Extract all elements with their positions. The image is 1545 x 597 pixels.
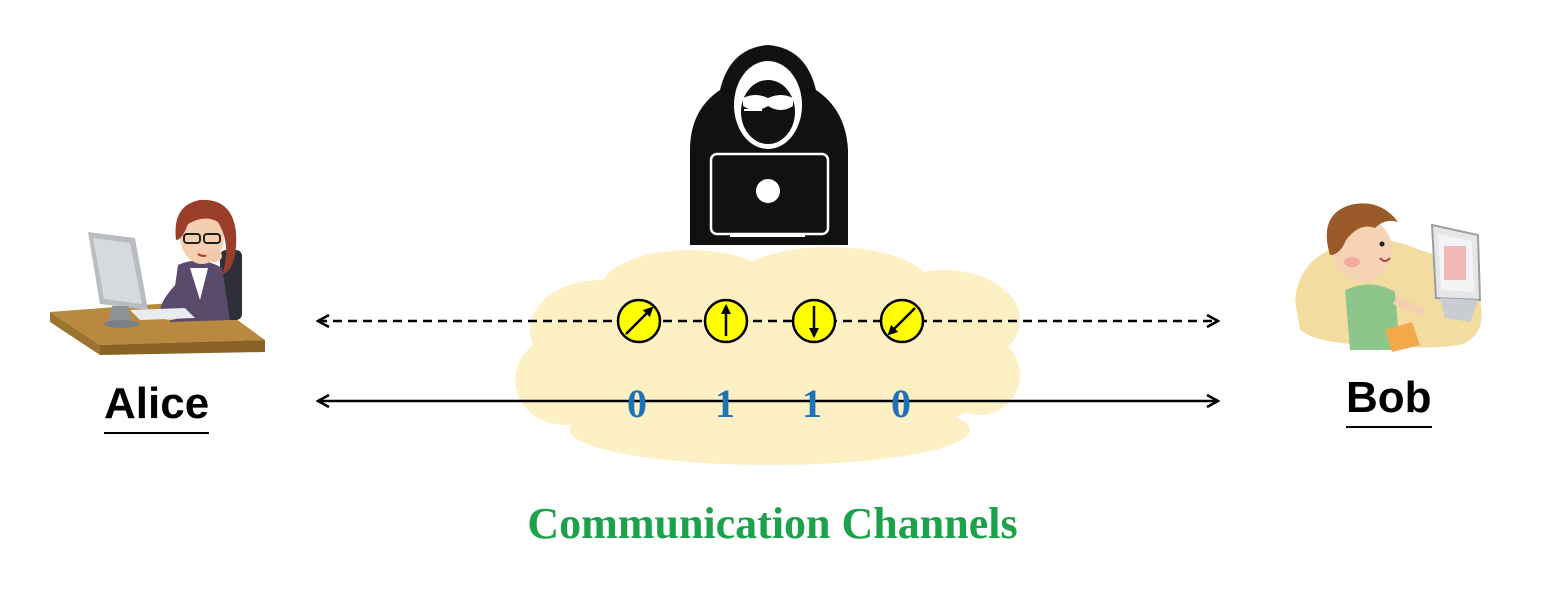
bit-2: 1 [802, 381, 822, 426]
alice-label: Alice [104, 382, 210, 434]
channel-caption: Communication Channels [527, 499, 1018, 548]
bob-label: Bob [1346, 376, 1432, 428]
bit-3: 0 [891, 381, 911, 426]
diagonal-down-left-photon-icon [879, 298, 925, 344]
bit-1: 1 [715, 381, 735, 426]
alice-avatar [50, 199, 265, 355]
diagonal-up-right-photon-icon [616, 298, 662, 344]
up-photon-icon [703, 298, 749, 344]
eavesdropper-icon [690, 45, 848, 245]
photon-group [616, 298, 925, 344]
channel-cloud [515, 247, 1020, 465]
down-photon-icon [791, 298, 837, 344]
bob-avatar [1295, 203, 1482, 352]
bit-0: 0 [627, 381, 647, 426]
